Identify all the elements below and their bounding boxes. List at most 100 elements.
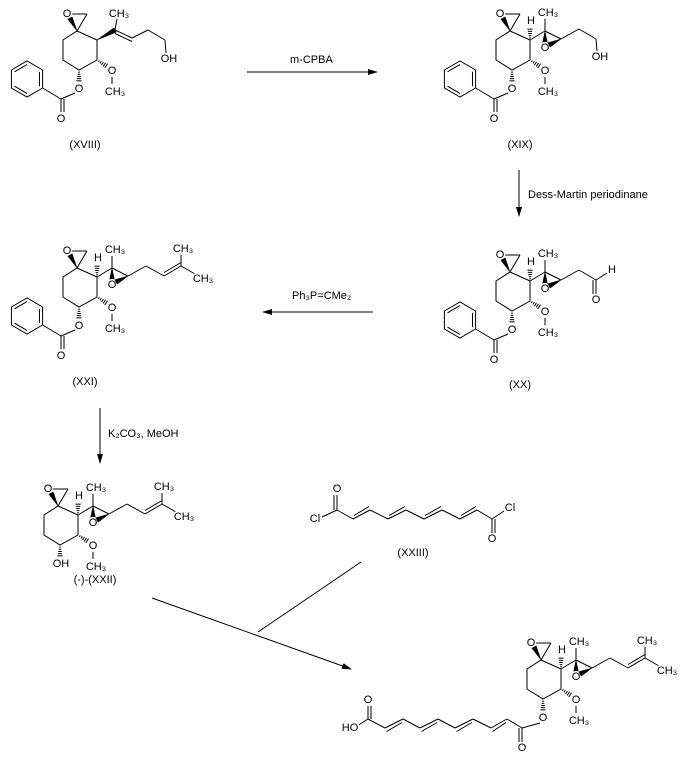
- methyl: CH₃: [538, 248, 558, 260]
- bond: [321, 509, 338, 518]
- hash-bond: [104, 300, 108, 306]
- bond: [521, 722, 541, 729]
- bond: [96, 267, 113, 278]
- hash-bond: [537, 304, 541, 310]
- bond: [57, 488, 69, 507]
- bond: [475, 328, 495, 341]
- ring-hydrogen: H: [75, 490, 83, 502]
- hash-bond: [80, 535, 83, 539]
- methoxy-methyl: CH₃: [569, 715, 589, 727]
- bond: [92, 505, 110, 515]
- bond: [627, 657, 646, 669]
- bond: [111, 267, 129, 277]
- bond: [387, 509, 407, 520]
- chlorine: Cl: [310, 513, 320, 525]
- ester-oxygen: O: [75, 83, 84, 95]
- hash-bond: [82, 536, 85, 541]
- methyl: CH₃: [105, 244, 125, 256]
- bond: [386, 722, 403, 732]
- cyclohexane-ring: [62, 267, 98, 308]
- hash-bond: [534, 302, 537, 307]
- bond: [108, 503, 128, 515]
- cyclohexane-ring: [62, 30, 98, 71]
- methyl: CH₃: [174, 511, 194, 523]
- bond: [509, 254, 521, 273]
- methyl: CH₃: [193, 273, 213, 285]
- ester-oxygen: O: [508, 324, 517, 336]
- hash-bond: [535, 303, 539, 308]
- hash-bond: [97, 60, 100, 63]
- bond: [352, 509, 371, 520]
- bond: [353, 506, 370, 516]
- bond: [493, 333, 509, 341]
- epoxide-oxygen: O: [496, 249, 505, 261]
- methyl: CH₃: [86, 482, 106, 494]
- hash-bond: [561, 689, 564, 692]
- bond: [114, 18, 118, 31]
- bond: [163, 265, 182, 277]
- bond: [42, 324, 62, 337]
- bond: [560, 269, 580, 281]
- bond: [493, 92, 509, 100]
- bond: [126, 503, 146, 515]
- bond: [336, 509, 354, 520]
- ring-hydrogen: H: [94, 252, 102, 264]
- hash-bond: [78, 535, 81, 538]
- bond: [164, 39, 167, 54]
- epoxide-oxygen-2: O: [89, 517, 98, 529]
- carbonyl-oxygen: O: [518, 742, 527, 754]
- bond: [460, 506, 477, 516]
- hash-bond: [535, 62, 539, 67]
- epoxide-oxygen: O: [527, 637, 536, 649]
- bond: [575, 659, 593, 669]
- bond: [180, 265, 196, 275]
- bond: [578, 28, 597, 40]
- bond: [419, 718, 439, 729]
- wedge-bond: [573, 659, 579, 673]
- methyl: CH₃: [173, 243, 193, 255]
- bond: [560, 659, 577, 670]
- bond: [369, 509, 389, 520]
- label-xxiii: (XXIII): [397, 547, 428, 559]
- bond: [145, 265, 165, 277]
- epoxide-oxygen: O: [63, 8, 72, 20]
- reagent-mcpba: m-CPBA: [290, 54, 333, 66]
- methyl: CH₃: [637, 635, 657, 647]
- wedge-bond: [531, 645, 542, 661]
- bond: [437, 718, 456, 729]
- reagent-dess-martin: Dess-Martin periodinane: [528, 189, 648, 201]
- wedge-bond: [114, 275, 129, 285]
- label-xviii: (XVIII): [69, 139, 100, 151]
- bond: [356, 718, 369, 727]
- methoxy-oxygen: O: [572, 694, 581, 706]
- bond: [476, 509, 493, 520]
- bond: [492, 722, 507, 732]
- bond: [472, 718, 492, 729]
- bond: [454, 718, 474, 729]
- bond: [14, 85, 28, 94]
- bond: [578, 269, 597, 281]
- methoxy-methyl: CH₃: [538, 327, 558, 339]
- bond: [76, 13, 88, 32]
- aldehyde-hydrogen: H: [608, 264, 616, 276]
- bond: [144, 500, 163, 511]
- bond: [423, 509, 443, 520]
- cyclohexane-ring: [526, 659, 562, 700]
- methyl: CH₃: [109, 8, 129, 20]
- wedge-bond: [95, 513, 110, 523]
- hash-bond: [101, 61, 104, 66]
- hash-bond: [530, 60, 533, 63]
- wedge-bond: [90, 505, 96, 519]
- bond: [421, 722, 438, 732]
- methoxy-methyl: CH₃: [538, 86, 558, 98]
- benzene-ring: [443, 60, 477, 98]
- methoxy-oxygen: O: [108, 65, 117, 77]
- bond: [402, 718, 421, 729]
- bond: [163, 262, 182, 273]
- bond: [147, 29, 166, 41]
- reagent-wittig: Ph₃P=CMe₂: [292, 290, 351, 302]
